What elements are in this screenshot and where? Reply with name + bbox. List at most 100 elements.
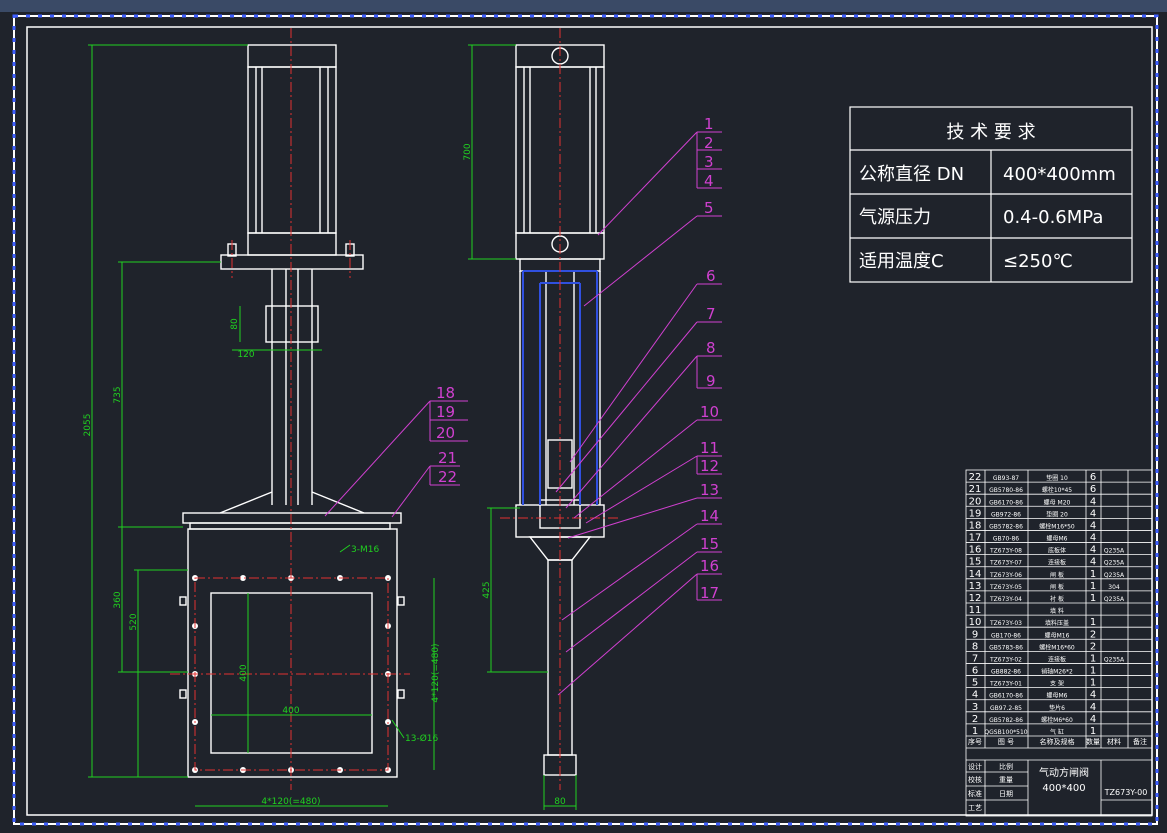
callout-13: 13: [700, 481, 719, 499]
bom-cell-code: TZ673Y-01: [989, 681, 1022, 688]
bom-cell-code: GB5782-86: [989, 523, 1023, 530]
bom-cell-no: 7: [972, 653, 978, 664]
tb-product-name: 气动方闸阀: [1039, 766, 1089, 779]
bom-cell-qty: 4: [1090, 690, 1096, 701]
bom-cell-no: 11: [969, 605, 982, 616]
callout-1: 1: [704, 115, 714, 133]
bom-cell-no: 6: [972, 666, 978, 677]
bom-cell-qty: 1: [1090, 666, 1096, 677]
callout-22: 22: [438, 468, 457, 486]
bom-cell-code: GB93-87: [993, 475, 1019, 482]
bom-cell-name: 连接板: [1048, 559, 1066, 567]
callout-5: 5: [704, 199, 714, 217]
bom-header-qty: 数量: [1086, 737, 1100, 746]
bom-cell-no: 16: [969, 545, 982, 556]
tb-drawing-no: TZ673Y-00: [1104, 788, 1148, 797]
bom-cell-no: 15: [969, 557, 982, 568]
bom-cell-name: 填 料: [1050, 607, 1064, 615]
dim-80-front: 80: [230, 318, 240, 330]
bom-cell-qty: 2: [1090, 641, 1096, 652]
bom-cell-code: GB972-86: [991, 511, 1021, 518]
dim-520: 520: [129, 613, 139, 630]
bom-cell-qty: 1: [1090, 653, 1096, 664]
callout-20: 20: [436, 424, 455, 442]
callout-15: 15: [700, 535, 719, 553]
bom-cell-mat: 304: [1108, 584, 1120, 591]
bom-cell-qty: 4: [1090, 557, 1096, 568]
bom-cell-no: 5: [972, 678, 978, 689]
front-centerlines: [170, 28, 410, 790]
bom-cell-qty: 4: [1090, 714, 1096, 725]
tech-label-dn: 公称直径 DN: [859, 164, 964, 185]
bom-cell-code: GB97.2-85: [990, 705, 1022, 712]
callout-18: 18: [436, 384, 455, 402]
callout-7: 7: [706, 305, 716, 323]
callout-numbers: 1 2 3 4 5 6 7 8 9 10 11 12 13 14 15 16 1…: [436, 115, 719, 602]
bom-cell-name: 螺母M16: [1045, 631, 1070, 639]
tb-product-spec: 400*400: [1042, 783, 1085, 794]
bom-cell-name: 填料压盖: [1045, 619, 1069, 627]
dim-400-horizontal: 400: [282, 706, 299, 716]
tech-value-temp: ≤250℃: [1003, 251, 1073, 272]
tech-value-dn: 400*400mm: [1003, 164, 1116, 185]
bom-cell-name: 销轴M26*2: [1041, 668, 1073, 676]
note-13-d16: 13-Ø16: [405, 733, 439, 744]
bom-header-note: 备注: [1133, 737, 1147, 746]
bom-cell-qty: 4: [1090, 545, 1096, 556]
callout-21: 21: [438, 449, 457, 467]
bom-cell-no: 19: [969, 508, 982, 519]
dim-425: 425: [482, 581, 492, 598]
callout-9: 9: [706, 372, 716, 390]
bom-cell-no: 13: [969, 581, 982, 592]
bom-cell-name: 底板体: [1048, 547, 1066, 555]
bom-cell-code: GB6170-86: [989, 499, 1023, 506]
bom-cell-no: 20: [969, 496, 982, 507]
bom-cell-qty: 4: [1090, 496, 1096, 507]
side-dimension-texts: 700 425 80: [463, 143, 566, 807]
bom-cell-code: GB6170-86: [989, 693, 1023, 700]
bom-cell-code: GB882-86: [991, 669, 1021, 676]
bom-cell-mat: Q235A: [1104, 560, 1125, 567]
bom-cell-mat: Q235A: [1104, 572, 1125, 579]
bom-cell-name: 螺母 M20: [1044, 498, 1071, 506]
bom-cell-name: 螺栓M16*60: [1039, 643, 1075, 651]
bom-cell-qty: 4: [1090, 508, 1096, 519]
bom-header-no: 序号: [968, 737, 982, 746]
callout-19: 19: [436, 403, 455, 421]
dim-4x120-horizontal: 4*120(=480): [261, 797, 320, 807]
callout-3: 3: [704, 153, 714, 171]
dim-400-vertical: 400: [239, 664, 249, 681]
bom-cell-qty: 1: [1090, 569, 1096, 580]
bom-cell-code: GB5780-86: [989, 487, 1023, 494]
tech-value-pressure: 0.4-0.6MPa: [1003, 207, 1103, 228]
note-3-m16: 3-M16: [351, 545, 379, 555]
bom-cell-name: 闸 板: [1050, 571, 1064, 579]
bom-cell-name: 垫圈 20: [1046, 510, 1068, 518]
dim-735: 735: [113, 386, 123, 403]
bom-cell-no: 8: [972, 641, 978, 652]
callout-4: 4: [704, 172, 714, 190]
bom-cell-no: 3: [972, 702, 978, 713]
bom-cell-no: 12: [969, 593, 982, 604]
bom-cell-qty: 6: [1090, 472, 1096, 483]
callout-8: 8: [706, 339, 716, 357]
bom-cell-code: TZ673Y-02: [989, 656, 1022, 663]
tb-weight: 重量: [999, 776, 1013, 784]
bom-header-name: 名称及规格: [1040, 737, 1075, 746]
callout-6: 6: [706, 267, 716, 285]
tb-date: 日期: [999, 790, 1013, 798]
bom-cell-name: 螺母M6: [1047, 535, 1068, 543]
bom-cell-code: TZ673Y-08: [989, 548, 1022, 555]
drawing-svg: 2055 735 360 520 80 120 400 400 4*120(=4…: [12, 14, 1159, 826]
bom-header-mat: 材料: [1107, 737, 1121, 746]
bom-cell-name: 垫片6: [1049, 704, 1065, 712]
bom-cell-code: TZ673Y-03: [989, 620, 1022, 627]
callout-17: 17: [700, 584, 719, 602]
bom-cell-no: 21: [969, 484, 982, 495]
side-centerlines: [500, 28, 620, 790]
bom-cell-qty: 1: [1090, 617, 1096, 628]
bom-cell-name: 螺栓M6*60: [1041, 716, 1073, 724]
window-title-bar: [0, 0, 1167, 12]
bom-cell-no: 18: [969, 520, 982, 531]
